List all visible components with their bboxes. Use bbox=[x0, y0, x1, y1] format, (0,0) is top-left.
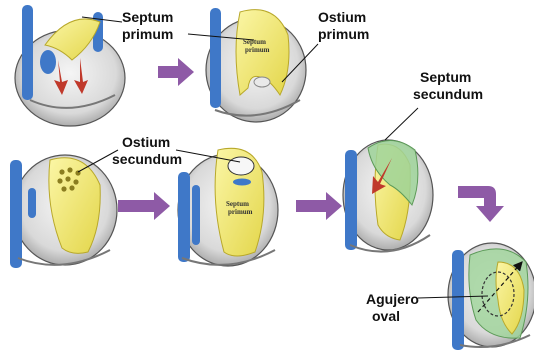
panel-1-heart bbox=[15, 5, 125, 126]
panel-5-heart bbox=[343, 140, 433, 252]
inline-label-septum-primum-panel-5: Septum primum bbox=[226, 200, 253, 216]
inline-label-septum-primum-panel-2: Septum primum bbox=[243, 38, 270, 54]
label-septum-secundum: Septum secundum bbox=[413, 69, 483, 102]
process-arrow-icon bbox=[158, 58, 194, 86]
label-ostium-primum: Ostium primum bbox=[318, 9, 370, 42]
vein-icon bbox=[22, 5, 33, 100]
label-septum-primum: Septum primum bbox=[122, 9, 177, 42]
ostium-primum-hole bbox=[254, 77, 270, 87]
vein-icon bbox=[345, 150, 357, 250]
vein-icon bbox=[452, 250, 464, 350]
process-arrow-icon bbox=[458, 186, 504, 222]
panel-3-heart bbox=[10, 155, 117, 268]
ostium-secundum-hole bbox=[228, 157, 254, 175]
label-agujero-oval: Agujero oval bbox=[366, 291, 423, 324]
label-ostium-secundum: Ostium secundum bbox=[112, 134, 182, 167]
vein-icon bbox=[10, 160, 22, 268]
process-arrow-icon bbox=[118, 192, 170, 220]
vein-icon bbox=[178, 172, 190, 262]
panel-2-heart bbox=[206, 8, 306, 122]
vein-icon bbox=[210, 8, 221, 108]
process-arrow-icon bbox=[296, 192, 342, 220]
